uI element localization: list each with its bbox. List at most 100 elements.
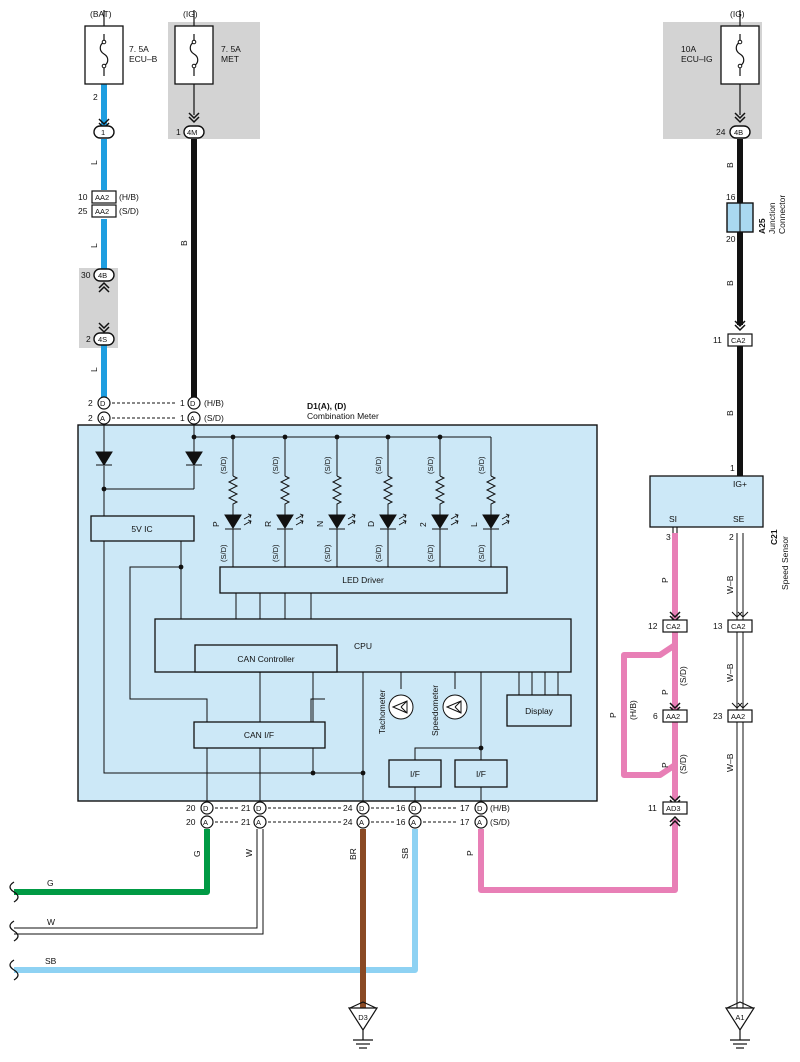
meter-top-pin-4-variant: (S/D) [204,413,224,423]
aa2-se-pin: 23 [713,711,723,721]
bottom-pin-3-a: A [359,818,364,827]
wire-color-b-right-3: B [725,410,735,416]
fuse-ig-ecu-name: ECU–IG [681,54,713,64]
bottom-pin-5-d: D [477,804,483,813]
oval-connectors [93,125,751,346]
led-5-variant-bottom: (S/D) [426,544,435,562]
dashed-links [112,402,458,823]
fuse-bat [84,25,124,85]
aa2-hb-variant: (H/B) [119,192,139,202]
bottom-pin-2-d: D [256,804,262,813]
sensor-wire-wb-3: W–B [725,753,735,772]
aa2-si-id: AA2 [666,712,680,721]
wire-color-w: W [244,849,254,857]
five-v-ic-label: 5V IC [131,524,152,534]
wire-color-p: P [465,850,475,856]
sensor-wire-sd-2: (S/D) [678,754,688,774]
wire-color-l-2: L [89,243,99,248]
meter-top-pin-2-number: 2 [88,413,93,423]
led-6-label: L [469,522,479,527]
wire-color-l-1: L [89,160,99,165]
aa2-sd-pin: 25 [78,206,88,216]
bottom-pin-4-number-d: 16 [396,803,406,813]
meter-top-pin-3-conn: D [190,399,196,408]
ground-d3 [347,1001,379,1049]
led-4-label: D [366,521,376,527]
led-2-label: R [263,521,273,527]
meter-top-pin-3-number: 1 [180,398,185,408]
meter-top-pin-4-number: 1 [180,413,185,423]
ca2-top-id: CA2 [731,336,746,345]
meter-top-pin-1-number: 2 [88,398,93,408]
external-sb-label: SB [45,956,57,966]
wire-break-marks [9,881,19,981]
fuse-ig-met-supply: (IG) [183,9,198,19]
junction-name-1: Junction [767,202,777,234]
bottom-pin-4-d: D [411,804,417,813]
bottom-pin-1-number-d: 20 [186,803,196,813]
sensor-wire-wb-2: W–B [725,663,735,682]
junction-a25 [726,202,754,233]
junction-id: A25 [757,218,767,234]
led-driver-label: LED Driver [342,575,384,585]
fuse-leads [103,10,741,115]
j4b-id: 4B [98,271,107,280]
junction-pin-top: 16 [726,192,736,202]
sensor-wire-p-2: P [660,689,670,695]
j4s-id: 4S [98,335,107,344]
fuse-ig-ecu-rating: 10A [681,44,696,54]
speed-sensor-name: Speed Sensor [780,536,790,590]
ground-a1 [724,1001,756,1049]
internal-blocks [90,515,572,788]
fuse-ig-ecu-connector: 4B [734,128,743,137]
speed-sensor-id: C21 [769,529,779,545]
j4b-pin: 30 [81,270,91,280]
led-5-variant-top: (S/D) [426,456,435,474]
aa2-sd-variant: (S/D) [119,206,139,216]
led-1-label: P [211,521,221,527]
led-6-variant-bottom: (S/D) [477,544,486,562]
bottom-pin-4-number-a: 16 [396,817,406,827]
speed-sensor-si-pin: 3 [666,532,671,542]
aa2-sd-id: AA2 [95,207,109,216]
ad3-pin: 11 [648,803,657,813]
speed-sensor-pins [672,527,678,533]
aa2-si-pin: 6 [653,711,658,721]
fuse-bat-supply: (BAT) [90,9,112,19]
bottom-pin-2-number-a: 21 [241,817,251,827]
fuse-ig-met-name: MET [221,54,239,64]
wire-color-l-3: L [89,367,99,372]
fuse-bat-rating: 7. 5A [129,44,149,54]
bottom-pin-1-d: D [203,804,209,813]
aa2-hb-id: AA2 [95,193,109,202]
wire-color-sb: SB [400,847,410,859]
conn-1-label: 1 [101,128,105,137]
meter-internal-wiring [103,424,559,802]
led-2-variant-bottom: (S/D) [271,544,280,562]
bottom-pin-5-number-a: 17 [460,817,470,827]
bottom-pin-5-a: A [477,818,482,827]
sensor-wire-sd-1: (S/D) [678,666,688,686]
bottom-pin-1-a: A [203,818,208,827]
if1-label: I/F [410,769,420,779]
ca2-top-pin: 11 [713,335,722,345]
ad3-id: AD3 [666,804,681,813]
led-4-variant-bottom: (S/D) [374,544,383,562]
external-g-label: G [47,878,54,888]
can-if-label: CAN I/F [244,730,274,740]
meter-top-pin-4-conn: A [190,414,195,423]
speed-sensor-se-pin: 2 [729,532,734,542]
wire-color-b-right-2: B [725,280,735,286]
if2-label: I/F [476,769,486,779]
aa2-hb-pin: 10 [78,192,88,202]
ca2-si-pin: 12 [648,621,658,631]
junction-dots [101,434,484,776]
led-5-label: 2 [418,522,428,527]
aa2-se-id: AA2 [731,712,745,721]
bottom-pin-1-number-a: 20 [186,817,196,827]
meter-id-label: D1(A), (D) [307,401,346,411]
speed-sensor-si-label: SI [669,514,677,524]
bottom-pin-5-variant-d: (H/B) [490,803,510,813]
meter-name-label: Combination Meter [307,411,379,421]
fuse-ig-met-rating: 7. 5A [221,44,241,54]
